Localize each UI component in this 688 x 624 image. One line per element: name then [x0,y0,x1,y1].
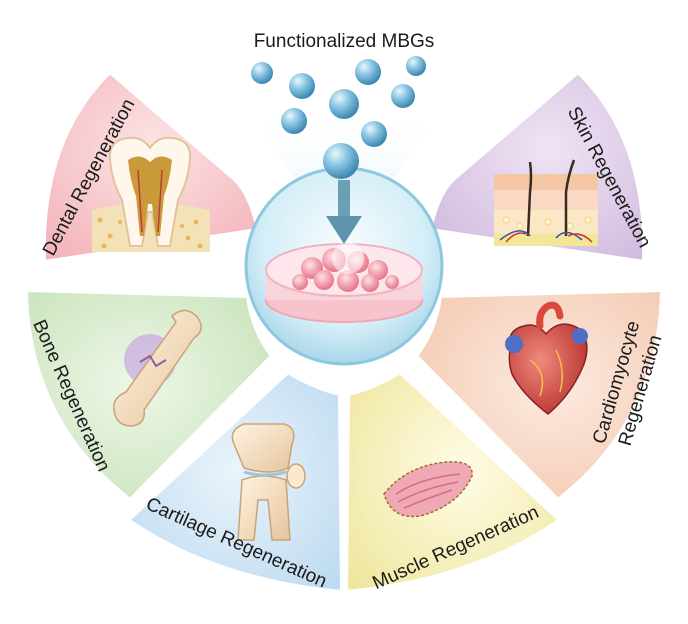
diagram-title: Functionalized MBGs [254,31,435,52]
mbg-sphere [391,84,415,108]
muscle-tissue-icon [383,461,473,518]
down-arrow-icon [326,180,362,244]
mbg-sphere [329,89,359,119]
mbg-spheres [251,56,426,179]
mbg-sphere [251,62,273,84]
skin-layers-icon [494,159,598,246]
knee-joint-icon [231,423,306,541]
mbg-sphere [281,108,307,134]
tooth-icon [92,136,210,252]
mbg-sphere [355,59,381,85]
mbg-sphere [406,56,426,76]
mbg-sphere [361,121,387,147]
mbg-sphere [289,73,315,99]
petri-dish-icon [265,242,423,323]
mbg-sphere [323,143,359,179]
heart-icon [505,301,588,415]
bone-icon [113,309,202,427]
